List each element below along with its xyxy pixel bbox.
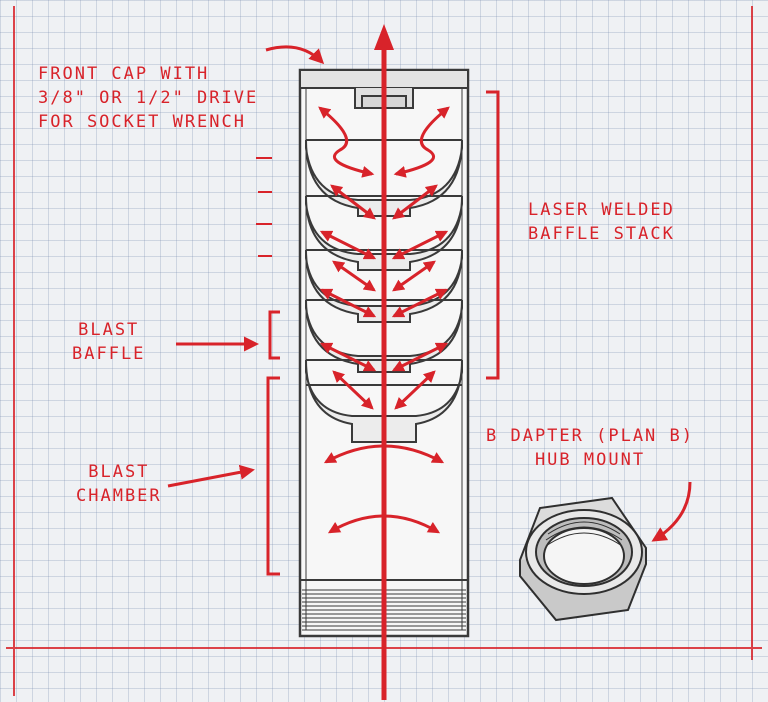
label-blast-chamber: BLAST CHAMBER <box>76 460 162 508</box>
tick-marks <box>256 157 272 257</box>
front-cap-line-1: FRONT CAP WITH <box>38 64 210 84</box>
label-front-cap: FRONT CAP WITH 3/8" OR 1/2" DRIVE FOR SO… <box>38 62 258 134</box>
bore-arrow <box>374 24 394 700</box>
hub-mount-line-2: HUB MOUNT <box>534 450 646 470</box>
baffle-stack-line-2: BAFFLE STACK <box>528 224 675 244</box>
blast-baffle-line-1: BLAST <box>78 320 140 340</box>
hub-mount <box>518 496 648 622</box>
label-blast-baffle: BLAST BAFFLE <box>72 318 145 366</box>
pointer-arrows <box>167 45 692 542</box>
front-cap-line-2: 3/8" OR 1/2" DRIVE <box>38 88 259 108</box>
brackets <box>266 90 500 576</box>
label-baffle-stack: LASER WELDED BAFFLE STACK <box>528 198 675 246</box>
hub-mount-line-1: B DAPTER (PLAN B) <box>486 426 694 446</box>
blast-baffle-line-2: BAFFLE <box>72 344 146 364</box>
front-cap-line-3: FOR SOCKET WRENCH <box>38 112 246 132</box>
gas-flow-arrows <box>318 106 450 534</box>
blast-chamber-line-2: CHAMBER <box>76 486 162 506</box>
baffle-stack-line-1: LASER WELDED <box>528 200 675 220</box>
label-hub-mount: B DAPTER (PLAN B) HUB MOUNT <box>486 424 694 472</box>
blast-chamber-line-1: BLAST <box>88 462 150 482</box>
